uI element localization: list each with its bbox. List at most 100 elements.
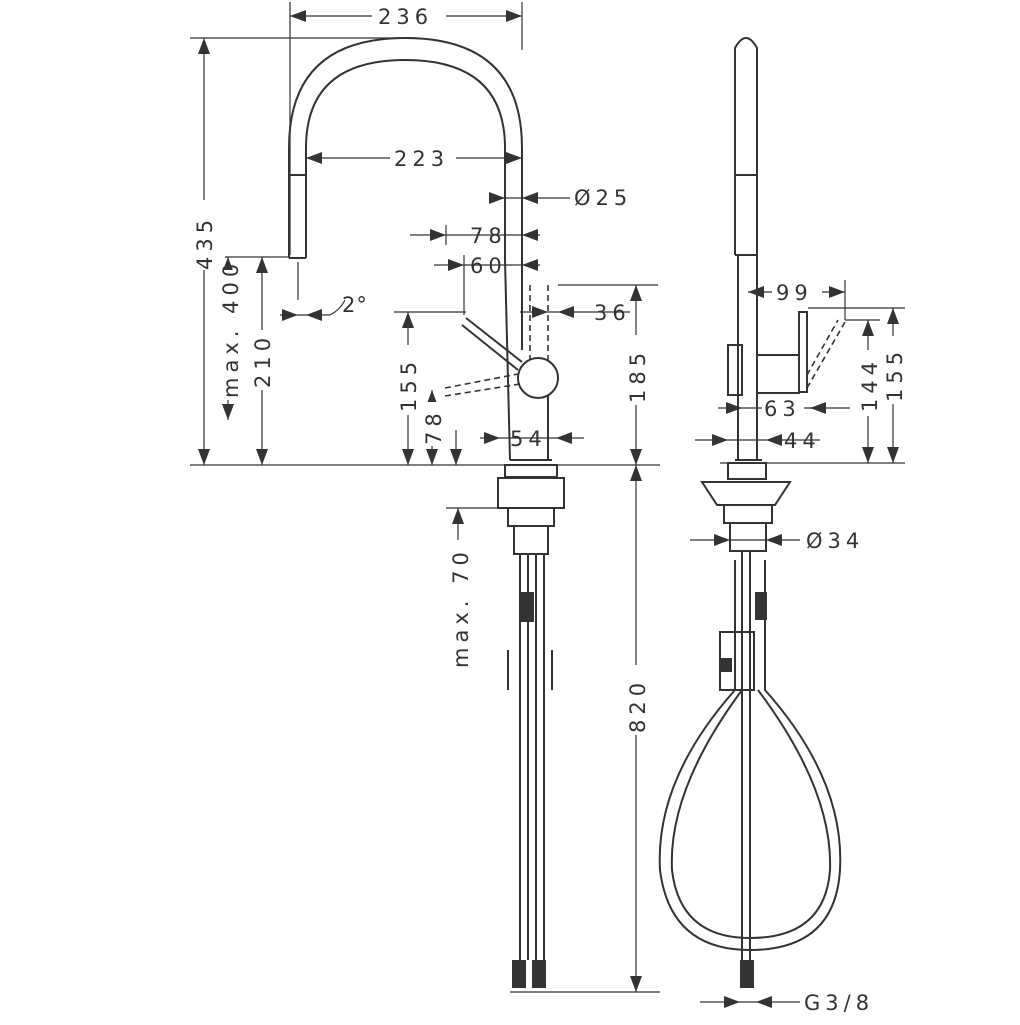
- arrow-d34-right: [766, 534, 782, 546]
- dim-label-44: 44: [784, 429, 821, 453]
- arrow-155-right-top: [887, 308, 899, 324]
- label-bg-185: [624, 335, 648, 405]
- side-mounting-nut: [723, 504, 773, 524]
- side-shank: [729, 522, 767, 552]
- mounting-plate: [497, 477, 565, 509]
- side-hub-left: [727, 344, 743, 396]
- label-bg-144: [856, 350, 880, 416]
- angle-leader: [329, 299, 346, 316]
- label-bg-155-left: [396, 345, 420, 415]
- arrow-820-bottom: [630, 976, 642, 992]
- arrow-185-bottom: [630, 449, 642, 465]
- arrow-g38-right: [756, 996, 772, 1008]
- arrow-99-left: [748, 286, 764, 298]
- arrow-d25-left: [489, 192, 505, 204]
- pullout-hose-inner: [670, 689, 832, 940]
- dim-label-155-left: 155: [397, 357, 421, 412]
- arrow-angle-left: [282, 309, 298, 321]
- dim-label-d34: Ø34: [806, 529, 864, 553]
- side-lever-handle: [798, 311, 808, 393]
- shank: [513, 525, 549, 555]
- dim-label-210: 210: [251, 333, 275, 388]
- arrow-angle-right: [306, 309, 322, 321]
- dim-label-d25: Ø25: [574, 186, 632, 210]
- arrow-155-left-bottom: [402, 449, 414, 465]
- arrow-small-bottom: [450, 449, 462, 465]
- lever-swing-hidden-2: [444, 383, 521, 397]
- arrow-63-right: [810, 402, 826, 414]
- arrow-223-left: [306, 152, 322, 164]
- arrow-78-right: [522, 229, 538, 241]
- arrow-210-bottom: [256, 449, 268, 465]
- label-bg-223: [390, 146, 456, 170]
- arrow-435-bottom: [198, 449, 210, 465]
- label-bg-max400: [216, 270, 240, 400]
- arrow-155-left-top: [402, 312, 414, 328]
- arrow-36-right: [558, 306, 574, 318]
- front-view: 236 223 Ø25 78 60 36 435: [190, 2, 660, 993]
- side-lever-housing: [756, 354, 800, 394]
- side-lever-swing-2: [806, 319, 839, 376]
- arrow-g38-left: [724, 996, 740, 1008]
- dim-label-144: 144: [858, 357, 882, 412]
- arrow-435-top: [198, 38, 210, 54]
- dim-label-max400: max. 400: [219, 259, 243, 398]
- dim-label-max70: max. 70: [449, 547, 473, 668]
- side-mounting-plate: [700, 481, 792, 506]
- lever-handle-bottom: [461, 324, 519, 371]
- hose-weight-clip: [720, 658, 732, 672]
- side-spout-contour: [734, 37, 758, 255]
- body-left-edge: [504, 259, 511, 461]
- label-bg-63: [762, 396, 804, 420]
- mounting-nut: [507, 507, 555, 527]
- dim-label-g38: G3/8: [804, 991, 874, 1015]
- arrow-236-left: [290, 10, 306, 22]
- arrow-d25-right: [522, 192, 538, 204]
- lever-handle-top: [465, 317, 523, 363]
- dim-label-78-left: 78: [422, 408, 446, 445]
- arrow-60-right: [522, 259, 538, 271]
- arrow-78-left-bottom: [426, 449, 438, 465]
- dim-label-36: 36: [594, 301, 631, 325]
- spout-inner-contour: [305, 58, 506, 260]
- side-hose-fitting: [740, 960, 754, 988]
- label-bg-99: [772, 280, 822, 304]
- hose-fitting-1: [512, 960, 526, 988]
- arrow-44-left: [712, 434, 728, 446]
- arrow-54-left: [484, 432, 500, 444]
- dim-label-angle: 2°: [342, 293, 368, 317]
- dim-label-63: 63: [764, 397, 801, 421]
- spout-outer-contour: [288, 36, 523, 260]
- dim-label-54: 54: [510, 427, 547, 451]
- arrow-223-right: [506, 152, 522, 164]
- dim-label-820: 820: [626, 678, 650, 733]
- lever-swing-hidden-1: [444, 373, 519, 389]
- dim-label-155-right: 155: [883, 347, 907, 402]
- pullout-hose-outer: [658, 560, 842, 952]
- arrow-44-right: [766, 434, 782, 446]
- arrow-d34-left: [714, 534, 730, 546]
- arrow-210-top: [256, 257, 268, 273]
- label-bg-236: [372, 4, 446, 28]
- dim-label-223: 223: [394, 147, 449, 171]
- lever-hub: [517, 357, 559, 399]
- dim-label-236: 236: [378, 5, 433, 29]
- label-bg-155-right: [881, 336, 905, 404]
- base-ring: [504, 464, 558, 478]
- label-bg-210: [250, 330, 274, 390]
- label-bg-78-left: [420, 402, 444, 446]
- arrow-185-top: [630, 285, 642, 301]
- side-base-ring: [727, 462, 767, 480]
- dim-label-435: 435: [193, 215, 217, 270]
- label-bg-820: [624, 665, 648, 735]
- arrow-max400-top: [222, 257, 234, 273]
- arrow-max70-top: [452, 508, 464, 524]
- dim-label-78-top: 78: [470, 224, 507, 248]
- arrow-99-right: [829, 286, 845, 298]
- side-view: 99 63 44 144 155 Ø34 G3/8: [658, 37, 907, 1015]
- arrow-236-right: [506, 10, 522, 22]
- dim-label-185: 185: [626, 348, 650, 403]
- hose-clip: [520, 592, 534, 622]
